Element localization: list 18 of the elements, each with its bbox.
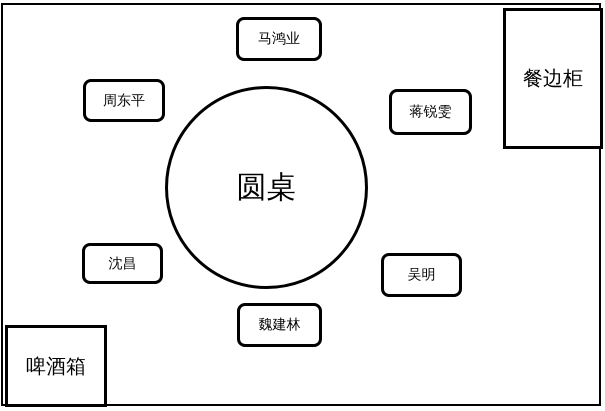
name-label: 吴明 [408,266,436,284]
sideboard [503,8,603,149]
seat-card [381,253,462,297]
beer-crate [5,325,107,407]
name-label: 蒋锐雯 [410,103,452,121]
name-label: 沈昌 [108,254,136,272]
seat-card [237,303,322,347]
name-label: 马鸿业 [258,30,300,48]
name-label: 圆桌 [236,169,296,207]
name-label: 魏建林 [258,316,300,334]
seat-card [82,243,163,284]
name-label: 啤酒箱 [26,352,86,380]
round-table [165,86,368,289]
seat-card [83,79,165,122]
name-label: 周东平 [103,92,145,110]
name-label: 餐边柜 [523,65,583,92]
seat-card [236,17,322,61]
seat-card [389,89,472,135]
